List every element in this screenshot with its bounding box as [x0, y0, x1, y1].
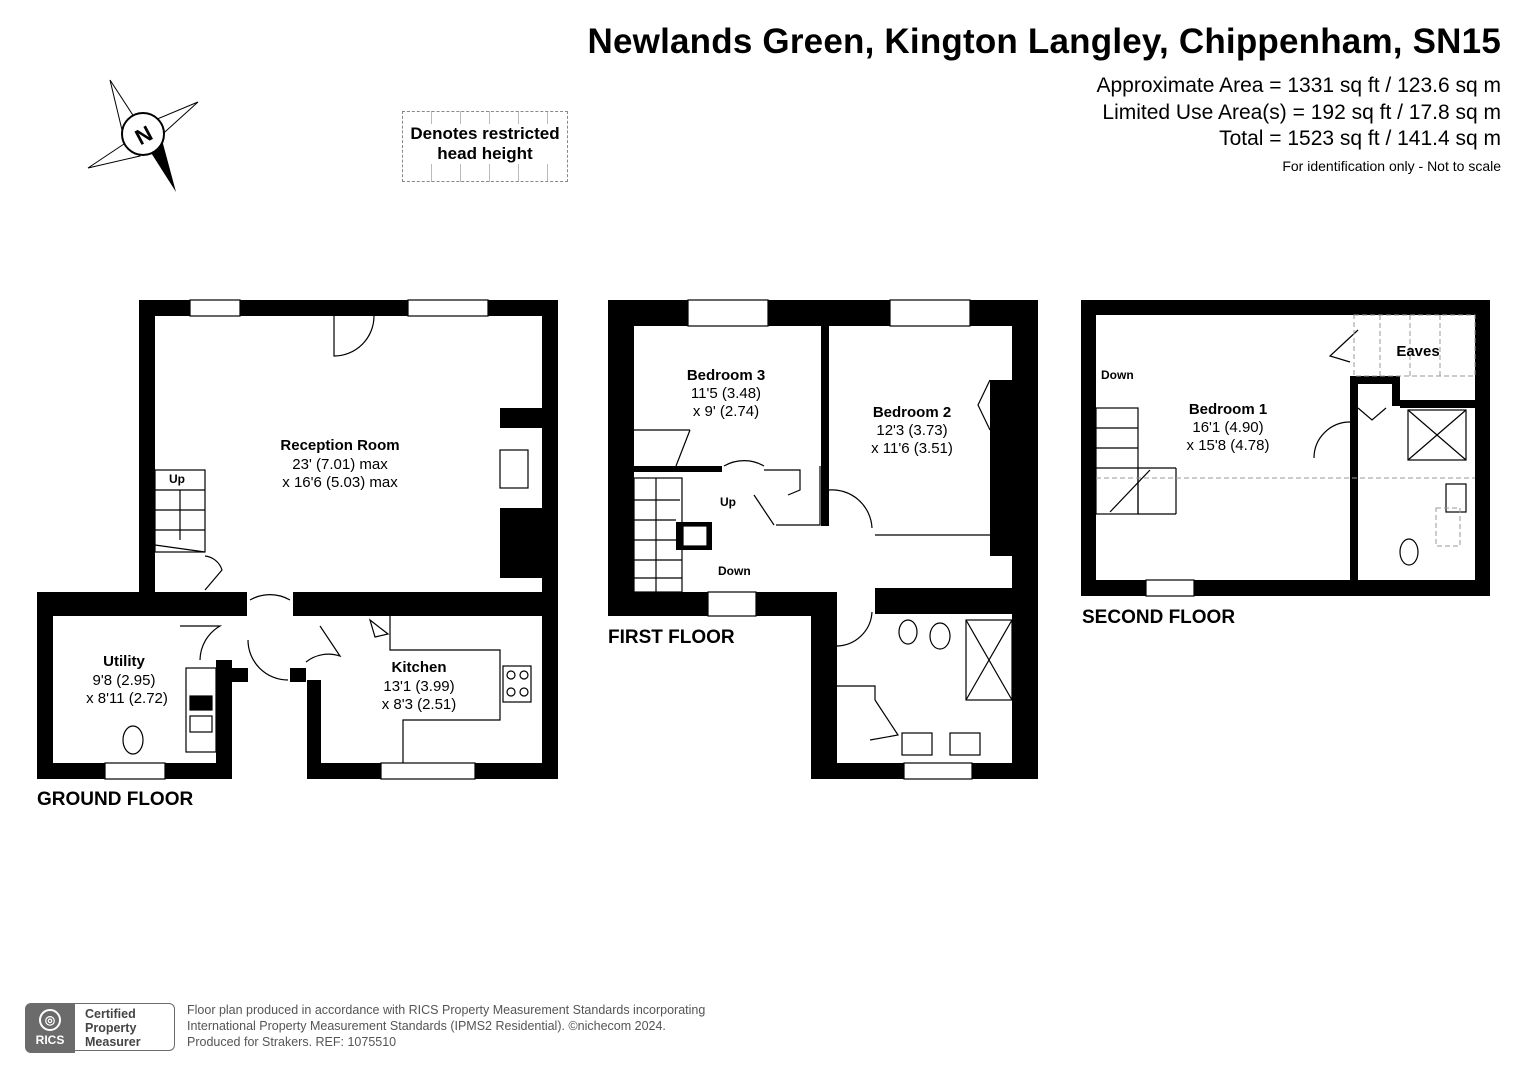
legend-line-2: head height [403, 144, 567, 164]
bedroom-2-name: Bedroom 2 [873, 404, 951, 421]
ground-stairs-up-label: Up [169, 472, 185, 486]
reception-room-dim-1: 23' (7.01) max [292, 456, 388, 473]
footer-line-2: International Property Measurement Stand… [187, 1019, 666, 1033]
compass-north-icon: N [87, 79, 199, 192]
first-floor-label: FIRST FLOOR [608, 627, 735, 648]
bedroom-3-dim-2: x 9' (2.74) [693, 403, 759, 420]
restricted-height-legend: Denotes restricted head height [402, 111, 568, 182]
eaves-label: Eaves [1396, 343, 1439, 360]
scale-disclaimer: For identification only - Not to scale [1282, 158, 1501, 174]
footer-line-1: Floor plan produced in accordance with R… [187, 1003, 706, 1017]
badge-line-2: Property [85, 1021, 137, 1035]
approx-area: Approximate Area = 1331 sq ft / 123.6 sq… [1096, 74, 1502, 97]
utility-dim-2: x 8'11 (2.72) [86, 690, 168, 707]
utility-dim-1: 9'8 (2.95) [93, 672, 156, 689]
rics-badge-text: Certified Property Measurer [75, 1003, 175, 1051]
first-stairs-up-label: Up [720, 495, 736, 509]
second-floor-label: SECOND FLOOR [1082, 607, 1235, 628]
bedroom-2-dim-2: x 11'6 (3.51) [871, 440, 953, 457]
footer-notes: Floor plan produced in accordance with R… [187, 1002, 705, 1050]
bedroom-3-name: Bedroom 3 [687, 367, 765, 384]
reception-room-dim-2: x 16'6 (5.03) max [282, 474, 398, 491]
rics-mark-icon: ◎ [39, 1009, 61, 1031]
first-stairs-down-label: Down [718, 564, 751, 578]
restricted-head-height-zone [1096, 314, 1476, 547]
reception-room-name: Reception Room [280, 437, 399, 454]
kitchen-dim-1: 13'1 (3.99) [383, 678, 454, 695]
rics-org: RICS [35, 1033, 65, 1047]
bedroom-1-name: Bedroom 1 [1189, 401, 1267, 418]
second-stairs-down-label: Down [1101, 368, 1134, 382]
total-area: Total = 1523 sq ft / 141.4 sq m [1219, 127, 1501, 150]
badge-line-1: Certified [85, 1007, 136, 1021]
rics-logo: ◎ RICS [25, 1003, 75, 1053]
utility-name: Utility [103, 653, 145, 670]
kitchen-dim-2: x 8'3 (2.51) [382, 696, 457, 713]
page-title: Newlands Green, Kington Langley, Chippen… [587, 22, 1501, 61]
bedroom-3-dim-1: 11'5 (3.48) [691, 385, 761, 402]
limited-use-area: Limited Use Area(s) = 192 sq ft / 17.8 s… [1102, 101, 1501, 124]
legend-line-1: Denotes restricted [403, 124, 567, 144]
bedroom-1-dim-1: 16'1 (4.90) [1192, 419, 1263, 436]
badge-line-3: Measurer [85, 1035, 141, 1049]
ground-floor [37, 300, 558, 779]
bedroom-1-dim-2: x 15'8 (4.78) [1187, 437, 1270, 454]
footer-line-3: Produced for Strakers. REF: 1075510 [187, 1035, 397, 1049]
bedroom-2-dim-1: 12'3 (3.73) [876, 422, 947, 439]
rics-certified-badge: ◎ RICS Certified Property Measurer [25, 1003, 177, 1053]
ground-floor-label: GROUND FLOOR [37, 789, 193, 810]
kitchen-name: Kitchen [391, 659, 446, 676]
